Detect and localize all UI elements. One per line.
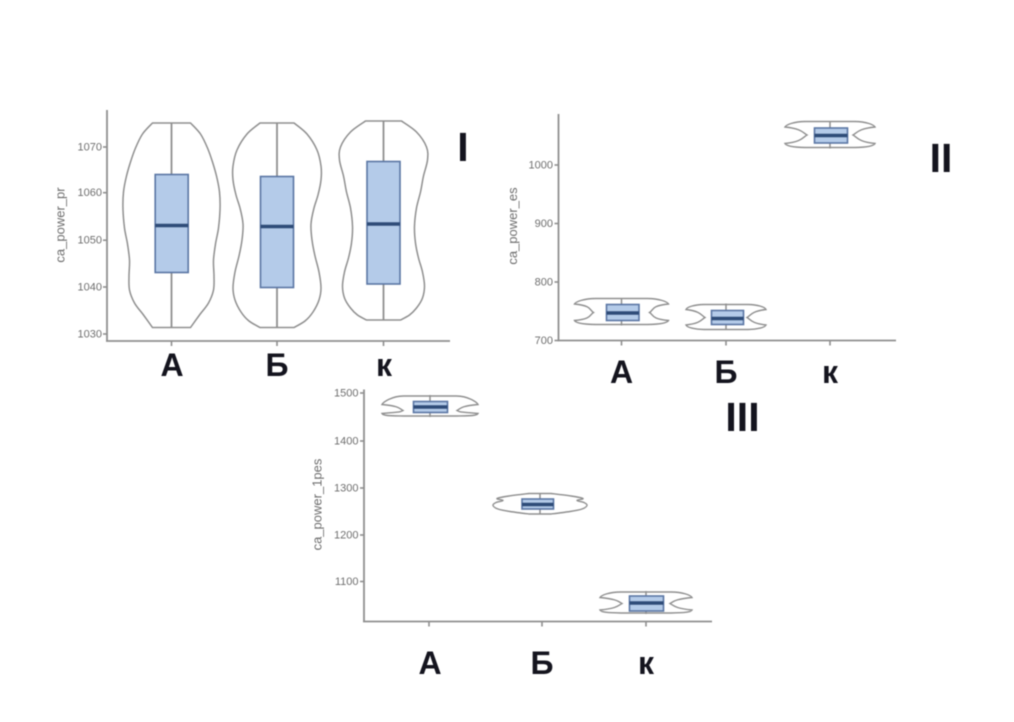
svg-text:1070: 1070	[78, 142, 102, 154]
svg-text:к: к	[376, 347, 393, 383]
svg-text:1040: 1040	[78, 282, 102, 294]
svg-text:ca_power_es: ca_power_es	[505, 187, 520, 265]
svg-text:II: II	[930, 135, 953, 181]
svg-text:1100: 1100	[335, 576, 359, 588]
svg-text:700: 700	[535, 335, 553, 347]
svg-text:1050: 1050	[78, 235, 102, 247]
svg-text:I: I	[457, 124, 468, 170]
svg-text:1000: 1000	[529, 160, 553, 172]
svg-text:1200: 1200	[334, 530, 358, 542]
svg-text:1060: 1060	[78, 187, 102, 199]
svg-text:Б: Б	[715, 354, 738, 390]
svg-text:III: III	[725, 394, 759, 440]
svg-text:900: 900	[535, 218, 553, 230]
svg-text:1500: 1500	[334, 388, 358, 400]
svg-text:800: 800	[535, 277, 553, 289]
svg-text:1400: 1400	[334, 436, 358, 448]
svg-text:Б: Б	[531, 645, 554, 681]
svg-text:А: А	[418, 645, 441, 681]
svg-text:к: к	[638, 645, 655, 681]
svg-text:ca_power_pr: ca_power_pr	[53, 187, 68, 263]
svg-text:1300: 1300	[334, 483, 358, 495]
svg-text:1030: 1030	[78, 329, 102, 341]
svg-text:ca_power_1pes: ca_power_1pes	[310, 458, 325, 550]
svg-text:к: к	[822, 354, 839, 390]
svg-text:А: А	[610, 354, 633, 390]
svg-text:А: А	[160, 347, 183, 383]
svg-text:Б: Б	[266, 347, 289, 383]
